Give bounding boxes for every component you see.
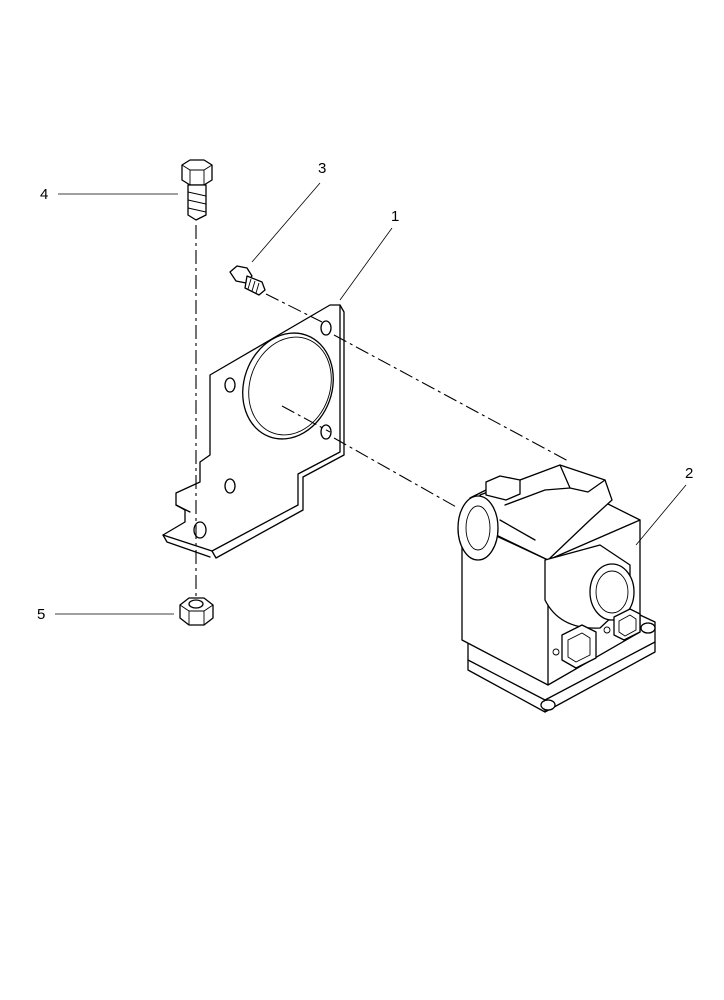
callout-5: 5	[37, 606, 46, 623]
callout-3: 3	[318, 160, 327, 177]
part-2-actuator-assembly	[457, 464, 656, 713]
leader-lines	[55, 182, 687, 615]
assembly-center-lines	[195, 225, 571, 596]
callout-2: 2	[685, 465, 694, 482]
callout-1: 1	[391, 208, 400, 225]
part-5-hex-nut	[179, 597, 214, 626]
callout-4: 4	[40, 186, 49, 203]
leader-3	[251, 182, 321, 263]
leader-1	[339, 227, 393, 301]
part-3-screw	[229, 265, 266, 296]
part-4-hex-bolt	[181, 159, 213, 221]
leader-2	[635, 484, 687, 546]
part-1-mounting-bracket	[162, 304, 345, 559]
